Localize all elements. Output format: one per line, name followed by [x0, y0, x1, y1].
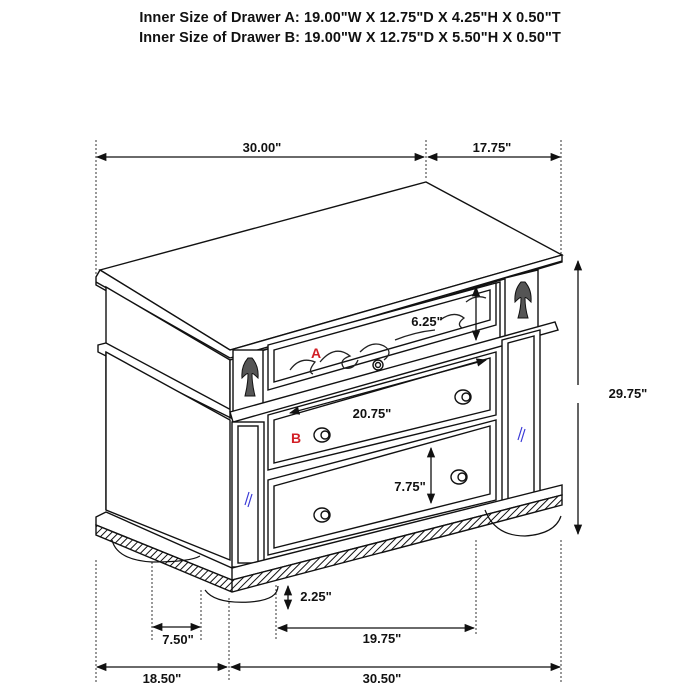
label-drawer-a-height: 6.25": [411, 314, 442, 329]
label-foot-spacing: 19.75": [363, 631, 402, 646]
base-plinth: [95, 484, 563, 593]
drawer-a-marker: A: [311, 345, 321, 361]
label-drawer-b-width: 20.75": [353, 406, 392, 421]
side-panel: [97, 285, 236, 562]
carved-ornaments: [241, 281, 532, 397]
dimension-lines: [95, 152, 583, 672]
label-top-depth: 17.75": [473, 140, 512, 155]
label-drawer-c-height: 7.75": [394, 479, 425, 494]
label-foot-width: 7.50": [162, 632, 193, 647]
label-base-depth: 18.50": [143, 671, 182, 686]
drawer-a-spec: Inner Size of Drawer A: 19.00"W X 12.75"…: [139, 10, 561, 26]
feet: [111, 509, 562, 603]
dimension-labels: 30.00" 17.75" 29.75" 6.25" 20.75" 7.75" …: [143, 140, 648, 686]
knob-icon: [313, 469, 468, 523]
label-overall-height: 29.75": [609, 386, 648, 401]
drawer-c: [267, 419, 497, 556]
drawer-b-marker: B: [291, 430, 301, 446]
label-top-width: 30.00": [243, 140, 282, 155]
drawer-specs: Inner Size of Drawer A: 19.00"W X 12.75"…: [0, 8, 700, 48]
label-base-width: 30.50": [363, 671, 402, 686]
label-foot-height: 2.25": [300, 589, 331, 604]
drawer-b-spec: Inner Size of Drawer B: 19.00"W X 12.75"…: [139, 30, 561, 46]
accent-marks: [244, 426, 526, 508]
